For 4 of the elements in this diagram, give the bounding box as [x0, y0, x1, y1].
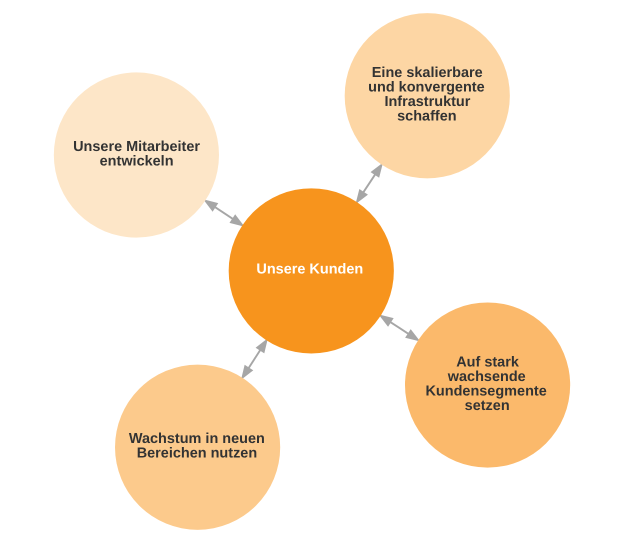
arrow: [202, 199, 244, 227]
arrow: [378, 314, 420, 342]
arrow: [355, 162, 382, 204]
arrow: [240, 338, 268, 380]
